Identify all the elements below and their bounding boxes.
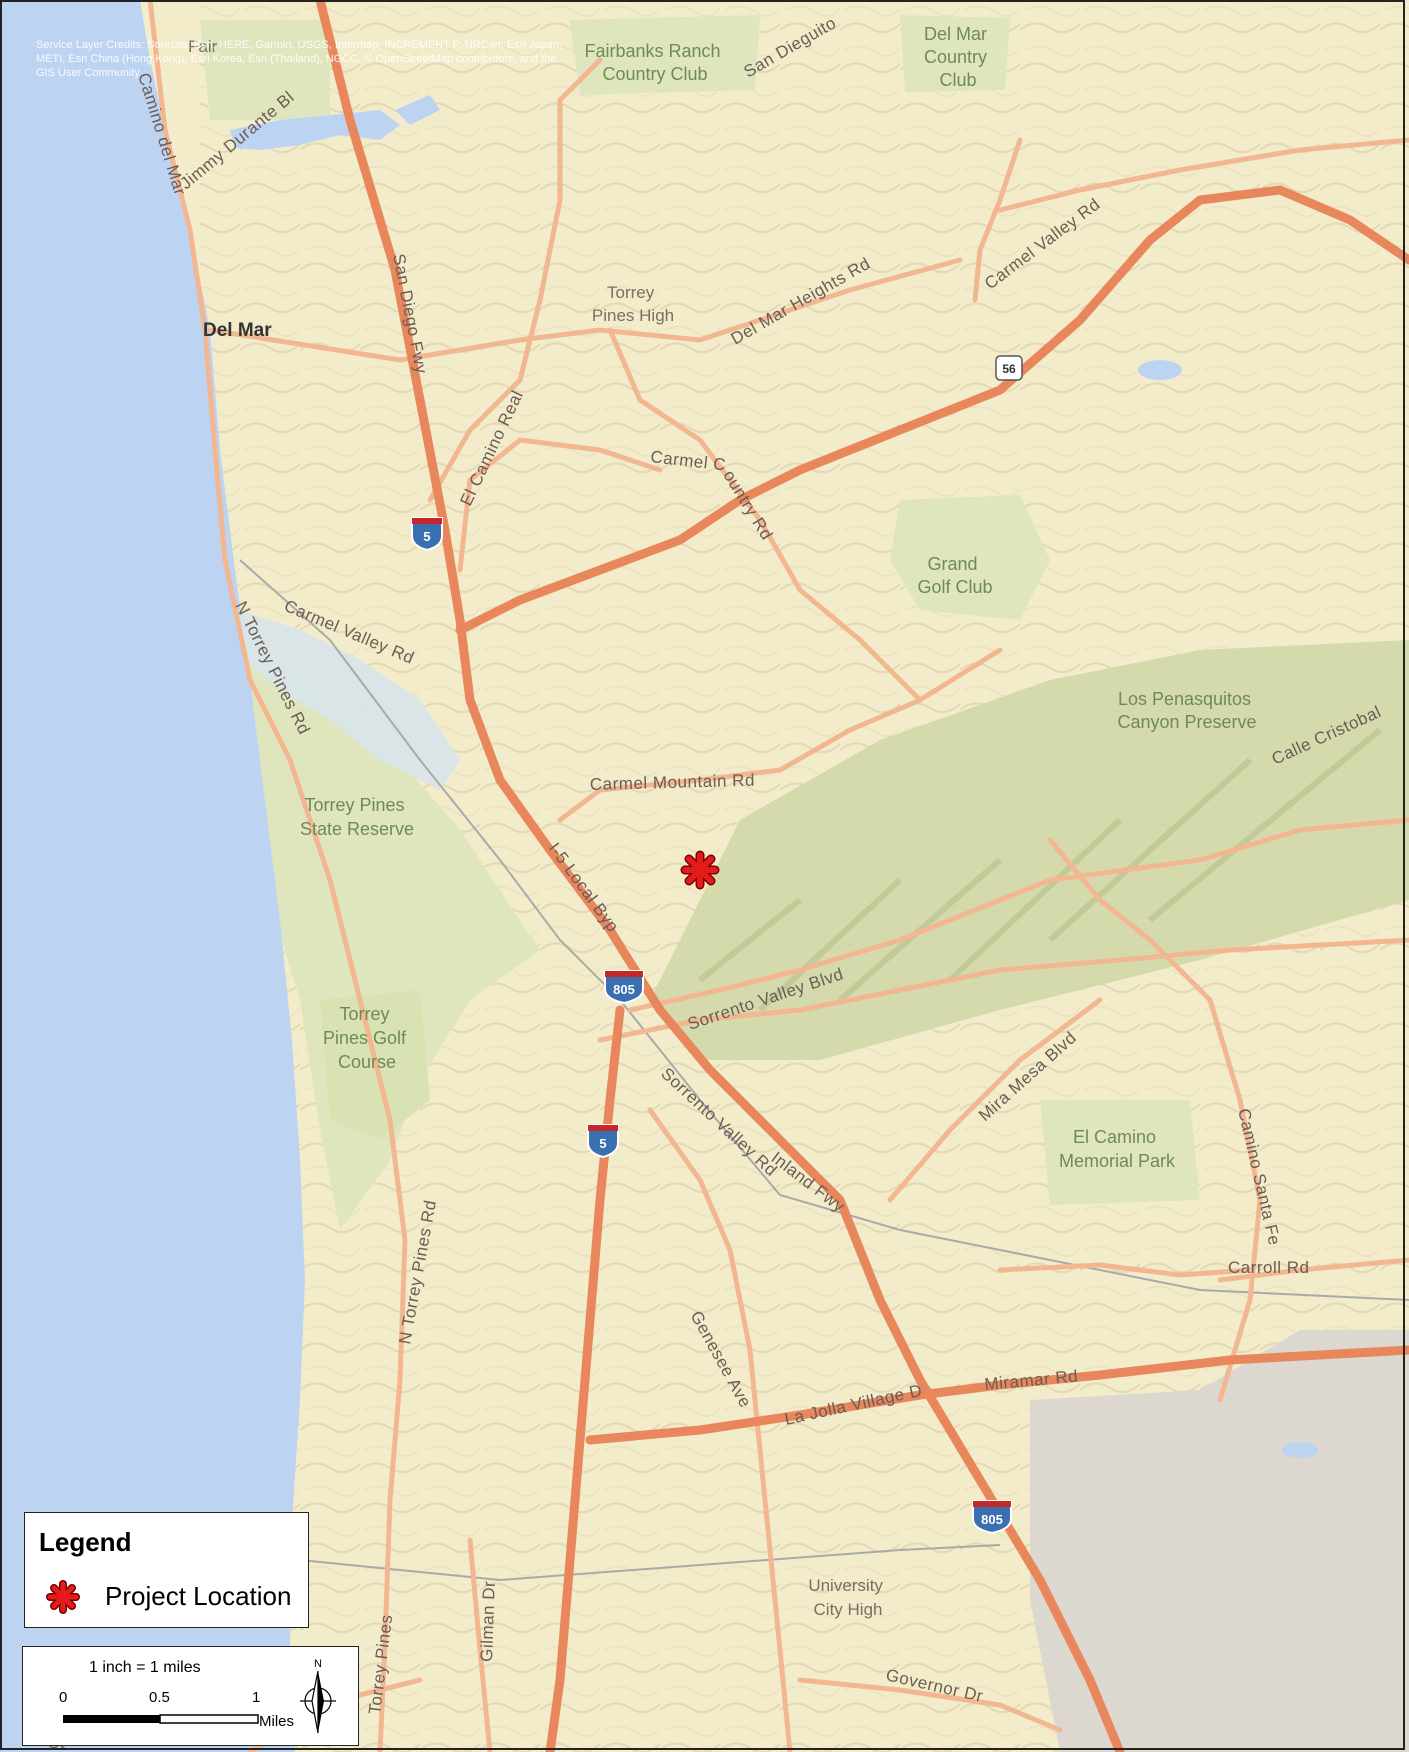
miramar-base-area xyxy=(1030,1330,1409,1752)
lake-1 xyxy=(1138,360,1182,380)
park-torrey-golf: Torrey Pines Golf Course xyxy=(323,1004,411,1072)
scale-ratio-text: 1 inch = 1 miles xyxy=(89,1659,201,1676)
park-torrey-reserve: Torrey Pines State Reserve xyxy=(300,795,414,839)
svg-text:805: 805 xyxy=(613,982,635,997)
i5-south-shield: 5 xyxy=(587,1124,619,1159)
legend-title: Legend xyxy=(39,1527,132,1557)
svg-text:56: 56 xyxy=(1002,362,1016,376)
svg-text:N: N xyxy=(314,1658,322,1670)
pacific-ocean xyxy=(0,0,305,1752)
park-grand-golf: Grand Golf Club xyxy=(917,554,992,597)
scale-tick-05: 0.5 xyxy=(149,1689,170,1706)
svg-text:805: 805 xyxy=(981,1512,1003,1527)
road-label-carroll: Carroll Rd xyxy=(1228,1258,1310,1277)
scale-units: Miles xyxy=(259,1713,295,1730)
fairbanks-park xyxy=(570,15,760,95)
park-fairbanks: Fairbanks Ranch Country Club xyxy=(584,41,725,84)
project-location-marker[interactable] xyxy=(680,850,720,890)
svg-text:5: 5 xyxy=(423,529,430,544)
project-location-legend-icon xyxy=(46,1580,80,1614)
fairgrounds-area xyxy=(200,20,330,120)
railway-2 xyxy=(299,1544,1001,1582)
legend: Legend Project Location xyxy=(24,1512,309,1628)
road-label-gilman: Gilman Dr xyxy=(477,1580,499,1662)
el-camino-memorial-park xyxy=(1040,1100,1200,1205)
del-mar-cc-park xyxy=(900,15,1010,92)
lagoon-pond xyxy=(395,95,440,125)
scale-tick-0: 0 xyxy=(59,1689,68,1706)
i5-north-shield: 5 xyxy=(411,517,443,552)
place-fair: Fair xyxy=(188,37,218,56)
place-torrey-high: Torrey Pines High xyxy=(592,283,674,325)
legend-item-label: Project Location xyxy=(105,1581,292,1611)
place-del-mar: Del Mar xyxy=(203,320,272,341)
road-label-carmel-mountain: Carmel Mountain Rd xyxy=(590,771,756,794)
arterial-roads xyxy=(147,0,1409,1752)
north-arrow-icon: N xyxy=(300,1658,336,1734)
scale-tick-1: 1 xyxy=(252,1689,261,1706)
park-el-camino-memorial: El Camino Memorial Park xyxy=(1059,1127,1176,1171)
lake-2 xyxy=(1282,1442,1318,1458)
scale-bar xyxy=(63,1714,259,1724)
scale-bar-panel: 1 inch = 1 miles 0 0.5 1 Miles N xyxy=(22,1646,359,1746)
i805-south-shield: 805 xyxy=(972,1500,1012,1535)
torrey-pines-reserve-park xyxy=(240,640,540,1230)
los-penasquitos-lagoon xyxy=(238,610,460,790)
sr56-shield: 56 xyxy=(995,355,1023,381)
svg-text:5: 5 xyxy=(599,1136,606,1151)
place-university-high: University City High xyxy=(808,1576,887,1619)
san-dieguito-lagoon xyxy=(230,110,400,150)
park-los-penasquitos: Los Penasquitos Canyon Preserve xyxy=(1117,689,1256,732)
canyon-preserve-area xyxy=(650,640,1409,1060)
service-layer-credits: Service Layer Credits: Sources: Esri, HE… xyxy=(36,39,562,79)
i805-north-shield: 805 xyxy=(604,970,644,1005)
grand-golf-park xyxy=(890,495,1050,620)
park-del-mar-cc: Del Mar Country Club xyxy=(924,24,992,90)
